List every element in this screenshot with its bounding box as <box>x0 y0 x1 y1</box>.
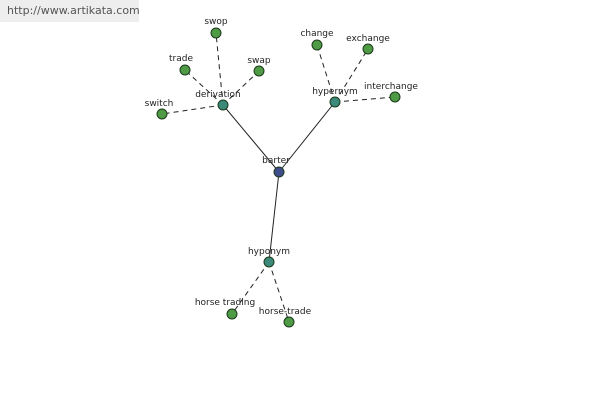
edge-hyponym-horse-trade <box>268 261 290 323</box>
label-hypernym: hypernym <box>312 87 358 97</box>
node-swop[interactable] <box>210 27 222 39</box>
node-horse-trade[interactable] <box>283 316 295 328</box>
watermark-url: http://www.artikata.com <box>0 0 140 22</box>
label-barter: barter <box>262 156 290 166</box>
label-interchange: interchange <box>364 82 418 92</box>
node-hyponym[interactable] <box>263 256 275 268</box>
label-horse-trade: horse-trade <box>259 307 312 317</box>
node-hypernym[interactable] <box>329 96 341 108</box>
node-swap[interactable] <box>253 65 265 77</box>
node-barter[interactable] <box>273 166 285 178</box>
edge-derivation-switch <box>161 104 224 115</box>
label-swop: swop <box>204 17 228 27</box>
graph-nodes <box>156 27 401 328</box>
label-trade: trade <box>169 54 193 64</box>
edge-hyponym-horse-trading <box>231 261 270 315</box>
node-horse-trading[interactable] <box>226 308 238 320</box>
label-switch: switch <box>145 99 174 109</box>
edge-barter-hyponym <box>268 171 280 263</box>
graph-edges <box>161 32 396 323</box>
label-change: change <box>300 29 334 39</box>
node-trade[interactable] <box>179 64 191 76</box>
edge-hypernym-change <box>316 44 336 103</box>
label-swap: swap <box>247 56 271 66</box>
edge-hypernym-exchange <box>334 48 369 103</box>
node-change[interactable] <box>311 39 323 51</box>
label-hyponym: hyponym <box>248 247 290 257</box>
node-exchange[interactable] <box>362 43 374 55</box>
edge-derivation-swop <box>215 32 224 106</box>
node-interchange[interactable] <box>389 91 401 103</box>
edge-barter-hypernym <box>278 101 336 173</box>
node-derivation[interactable] <box>217 99 229 111</box>
label-horse-trading: horse trading <box>195 298 255 308</box>
graph-labels: barter derivation swop trade swap switch hyper… <box>145 17 419 317</box>
edge-hypernym-interchange <box>334 96 396 103</box>
node-switch[interactable] <box>156 108 168 120</box>
label-exchange: exchange <box>346 34 390 44</box>
label-derivation: derivation <box>195 90 241 100</box>
edge-barter-derivation <box>222 104 280 173</box>
